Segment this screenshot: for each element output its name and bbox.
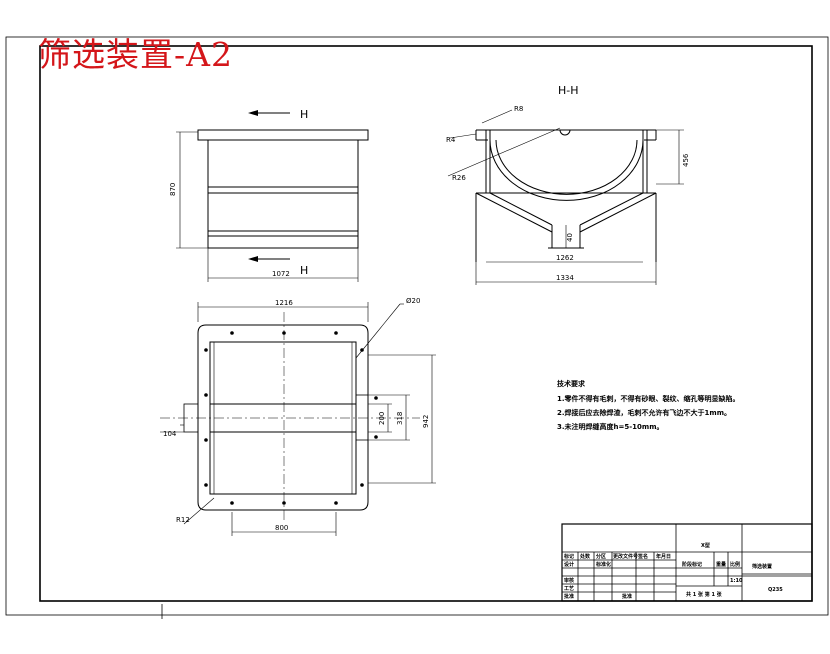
technical-requirements: 技术要求 1.零件不得有毛刺，不得有砂眼、裂纹、缩孔等明显缺陷。 2.焊接后应去… [557,377,797,434]
section-title: H-H [558,84,579,97]
tb-weight: 重量 [716,561,726,568]
plan-view [160,302,436,536]
dim-sec-outlet: 40 [566,233,574,242]
dim-sec-outer: 1334 [556,274,574,282]
section-mark-top: H [300,108,308,121]
tb-header-2: 分区 [596,553,606,560]
dim-sec-r-large: R26 [452,174,466,182]
trim-frame [5,36,829,616]
tech-note-item: 3.未注明焊缝高度h=5-10mm。 [557,423,664,431]
dim-front-height: 870 [169,183,177,196]
tb-header-3: 更改文件号 [613,553,638,560]
dim-plan-bottom: 800 [275,524,288,532]
dim-plan-h3: 942 [422,415,430,428]
dim-plan-h2: 318 [396,412,404,425]
tb-header-1: 处数 [579,553,591,560]
dim-plan-h1: 200 [378,412,386,425]
tb-row-2: 工艺 [564,585,574,592]
tb-header-4: 签名 [637,553,648,560]
dim-plan-width: 1216 [275,299,293,307]
dim-plan-corner: R12 [176,516,190,524]
dim-front-width: 1072 [272,270,290,278]
tb-stage: 阶段标记 [682,561,702,568]
dim-sec-inner: 1262 [556,254,574,262]
drawing-frame [39,45,813,602]
tb-material: Q235 [768,587,783,593]
tech-note-item: 1.零件不得有毛刺，不得有砂眼、裂纹、缩孔等明显缺陷。 [557,395,740,403]
tb-approval: 批准 [622,593,632,600]
tb-standardize: 标准化 [595,561,611,568]
tb-scale-value: 1:10 [730,578,743,584]
tb-sheets: 共 1 张 第 1 张 [686,591,723,598]
tech-note-item: 2.焊接后应去除焊渣，毛刺不允许有飞边不大于1mm。 [557,409,731,417]
dim-sec-depth: 456 [682,153,690,167]
section-mark-bottom: H [300,264,308,277]
dim-sec-r-small: R8 [514,105,523,113]
drawing-stamp-title: 筛选装置-A2 [38,35,233,74]
tb-header-5: 年月日 [656,553,671,560]
tb-row-0: 设计 [564,561,574,568]
tb-scale: 比例 [730,561,740,568]
bolt-holes [204,331,378,505]
dim-plan-side: 104 [163,430,177,438]
tb-drawing-name: 筛选装置 [752,563,772,570]
title-block [561,523,813,602]
tech-notes-header: 技术要求 [557,380,585,388]
tb-row-1: 审核 [564,577,574,584]
front-view [176,112,369,282]
tb-code: X型 [701,542,710,549]
dim-plan-hole: Ø20 [406,297,420,305]
tb-row-3: 批准 [564,593,574,600]
tb-header-0: 标记 [563,553,574,560]
dim-sec-thickness: R4 [446,136,456,144]
section-view [447,109,684,285]
